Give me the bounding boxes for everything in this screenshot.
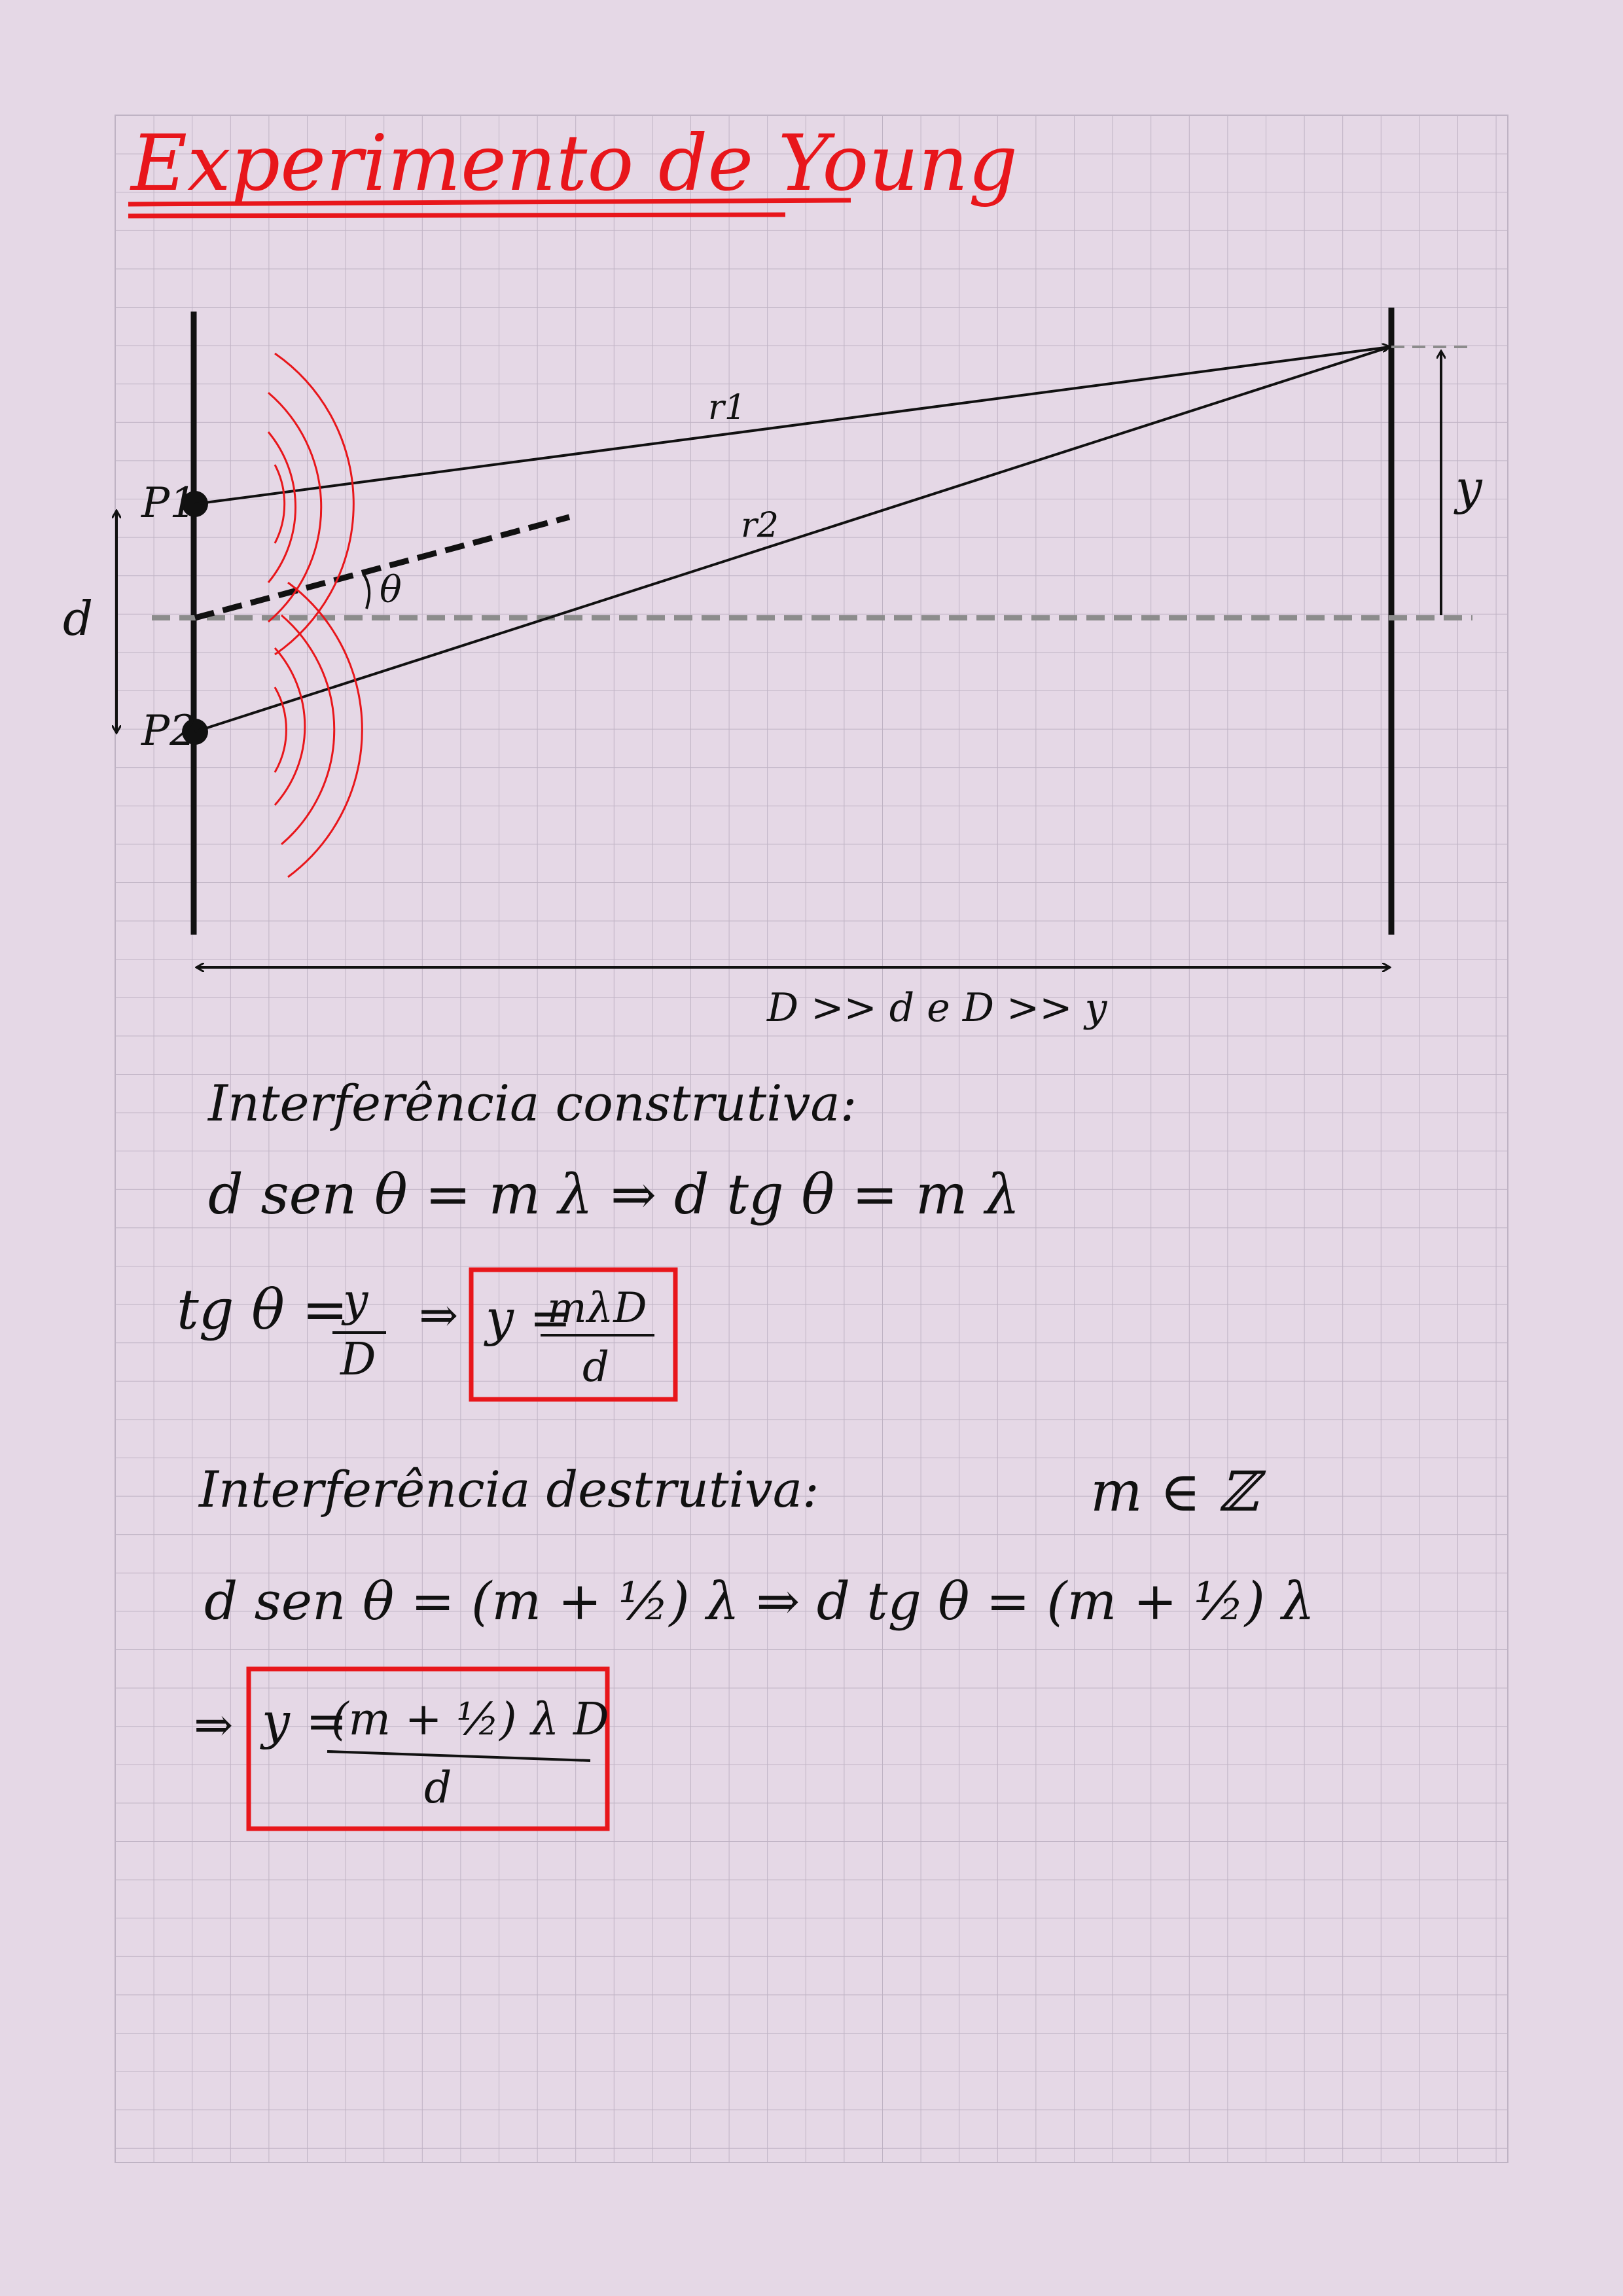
ray-r2 <box>194 346 1391 733</box>
constructive-eq2-den: D <box>339 1334 376 1386</box>
label-condition: D >> d e D >> y <box>766 985 1108 1031</box>
label-p1: P1 <box>141 479 196 528</box>
label-theta: θ <box>380 569 402 611</box>
theta-arc <box>363 573 371 609</box>
constructive-heading: Interferência construtiva: <box>207 1074 857 1132</box>
label-p2: P2 <box>141 707 196 755</box>
destructive-result-box <box>246 1666 610 1831</box>
constructive-eq2-arrow: ⇒ <box>419 1287 458 1342</box>
constructive-result-box <box>469 1267 678 1402</box>
constructive-eq2-num: y <box>341 1275 369 1327</box>
destructive-boxed-fraction-bar <box>327 1750 591 1762</box>
label-r2: r2 <box>741 506 779 545</box>
destructive-heading: Interferência destrutiva: <box>198 1460 819 1518</box>
constructive-boxed-num: mλD <box>547 1284 647 1333</box>
constructive-boxed-den: d <box>582 1343 609 1391</box>
title-underline-1 <box>128 198 851 207</box>
title-underline-2 <box>128 212 786 219</box>
page-title: Experimento de Young <box>130 118 1018 208</box>
label-d: d <box>63 591 93 646</box>
label-r1: r1 <box>708 388 746 427</box>
wavefronts-p1 <box>267 352 355 656</box>
destructive-boxed-den: d <box>424 1763 452 1813</box>
label-y: y <box>1454 460 1483 515</box>
m-integer-set: m ∈ ℤ <box>1090 1460 1266 1524</box>
destructive-boxed-lhs: y = <box>260 1692 348 1750</box>
constructive-boxed-lhs: y = <box>484 1289 571 1347</box>
constructive-eq2-lhs: tg θ = <box>177 1278 348 1342</box>
destructive-boxed-num: (m + ½) λ D <box>331 1694 609 1746</box>
path-difference-line <box>194 514 571 621</box>
ray-r1 <box>194 347 1390 505</box>
destructive-eq1: d sen θ = (m + ½) λ ⇒ d tg θ = (m + ½) λ <box>204 1571 1315 1632</box>
destructive-arrow: ⇒ <box>194 1697 233 1752</box>
constructive-eq1: d sen θ = m λ ⇒ d tg θ = m λ <box>208 1162 1020 1227</box>
wavefronts-p2 <box>274 581 363 878</box>
